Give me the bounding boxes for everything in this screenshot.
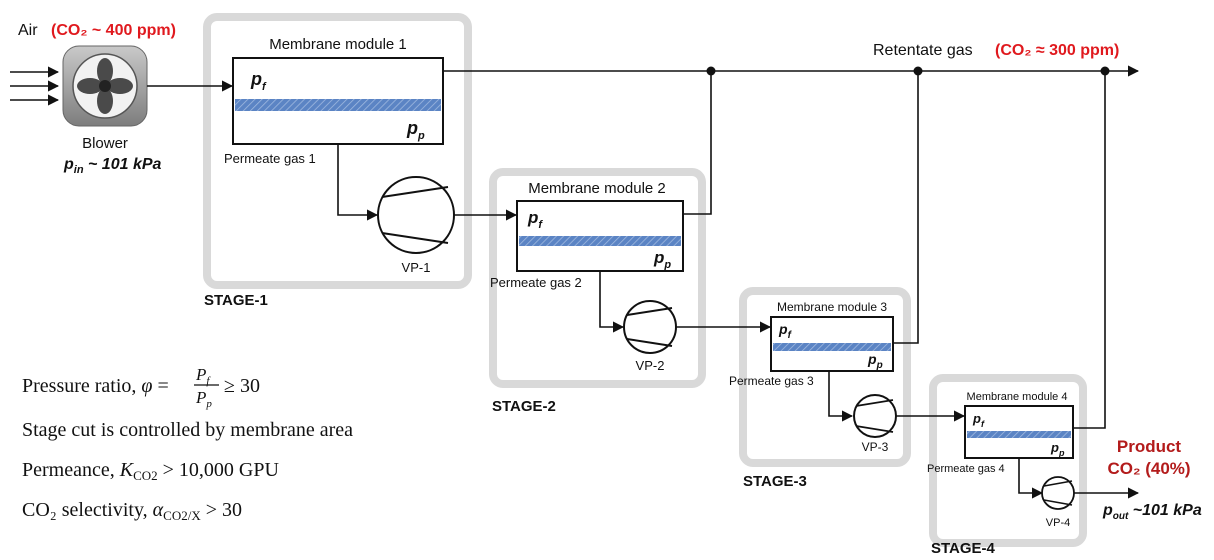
stage-1-frame [203,13,472,289]
permeate-gas-4-label: Permeate gas 4 [927,463,1005,475]
pressure-ratio-denominator: Pp [195,388,212,410]
blower-label: Blower [82,135,128,152]
vp1-label: VP-1 [402,260,431,275]
design-notes: Pressure ratio, φ = Pf Pp ≥ 30 Stage cut… [22,365,353,523]
vp3-label: VP-3 [862,440,889,454]
stage-4-frame [929,374,1087,547]
vacuum-pump-1-icon [377,176,455,254]
product-co2-label: CO₂ (40%) [1107,459,1190,478]
module3-title: Membrane module 3 [777,300,887,314]
air-co2-label: (CO₂ ~ 400 ppm) [51,22,176,39]
vp2-label: VP-2 [636,358,665,373]
module3-pp: pp [867,351,883,371]
junction-dot-2 [913,66,923,76]
pressure-ratio-note: Pressure ratio, φ = [22,375,169,397]
stage-cut-note: Stage cut is controlled by membrane area [22,419,353,441]
permeance-note: Permeance, KCO2 > 10,000 GPU [22,459,279,483]
vacuum-pump-4-icon [1041,476,1075,510]
junction-dot-3 [1100,66,1110,76]
module2-pf: pf [527,208,543,231]
module4-title: Membrane module 4 [967,391,1068,403]
stage-4-label: STAGE-4 [931,540,996,557]
vp4-label: VP-4 [1046,517,1070,529]
permeate1-line [337,144,379,221]
permeate3-line [828,371,854,422]
retentate-label: Retentate gas [873,42,973,59]
membrane-module-1 [232,57,444,145]
module1-pp: pp [406,118,425,142]
permeate-gas-1-label: Permeate gas 1 [224,151,316,166]
stage-1-label: STAGE-1 [204,292,268,309]
retentate-co2-label: (CO₂ ≈ 300 ppm) [995,42,1119,59]
stage-2-frame [489,168,706,388]
permeate-gas-2-label: Permeate gas 2 [490,275,582,290]
module2-title: Membrane module 2 [528,180,666,197]
pressure-ratio-numerator: Pf [195,365,211,387]
pressure-ratio-value: ≥ 30 [224,375,260,397]
selectivity-note: CO₂ selectivity, αCO2/X > 30 [22,499,242,523]
p-in-label: pin ~ 101 kPa [63,156,162,176]
module1-pf: pf [250,69,267,93]
membrane-module-2 [516,200,684,272]
permeate2-line [599,271,625,333]
module1-title: Membrane module 1 [269,36,407,53]
module4-pf: pf [972,411,985,429]
vacuum-pump-3-icon [853,394,897,438]
membrane-module-3 [770,316,894,372]
permeate4-line [1018,458,1044,499]
p-out-label: pout ~101 kPa [1102,502,1202,522]
blower-icon [62,45,148,127]
module4-retentate-line [1073,71,1106,429]
module3-retentate-line [893,71,919,344]
product-label: Product [1117,437,1182,456]
vacuum-pump-2-icon [623,300,677,354]
stage-3-frame [739,287,911,467]
module4-pp: pp [1050,440,1065,458]
air-label: Air [18,22,38,39]
permeate-gas-3-label: Permeate gas 3 [729,374,814,388]
module2-retentate-line [683,71,712,215]
module2-pp: pp [653,248,671,271]
stage-3-label: STAGE-3 [743,473,807,490]
stage-2-label: STAGE-2 [492,398,556,415]
junction-dot-1 [706,66,716,76]
module3-pf: pf [778,321,793,341]
